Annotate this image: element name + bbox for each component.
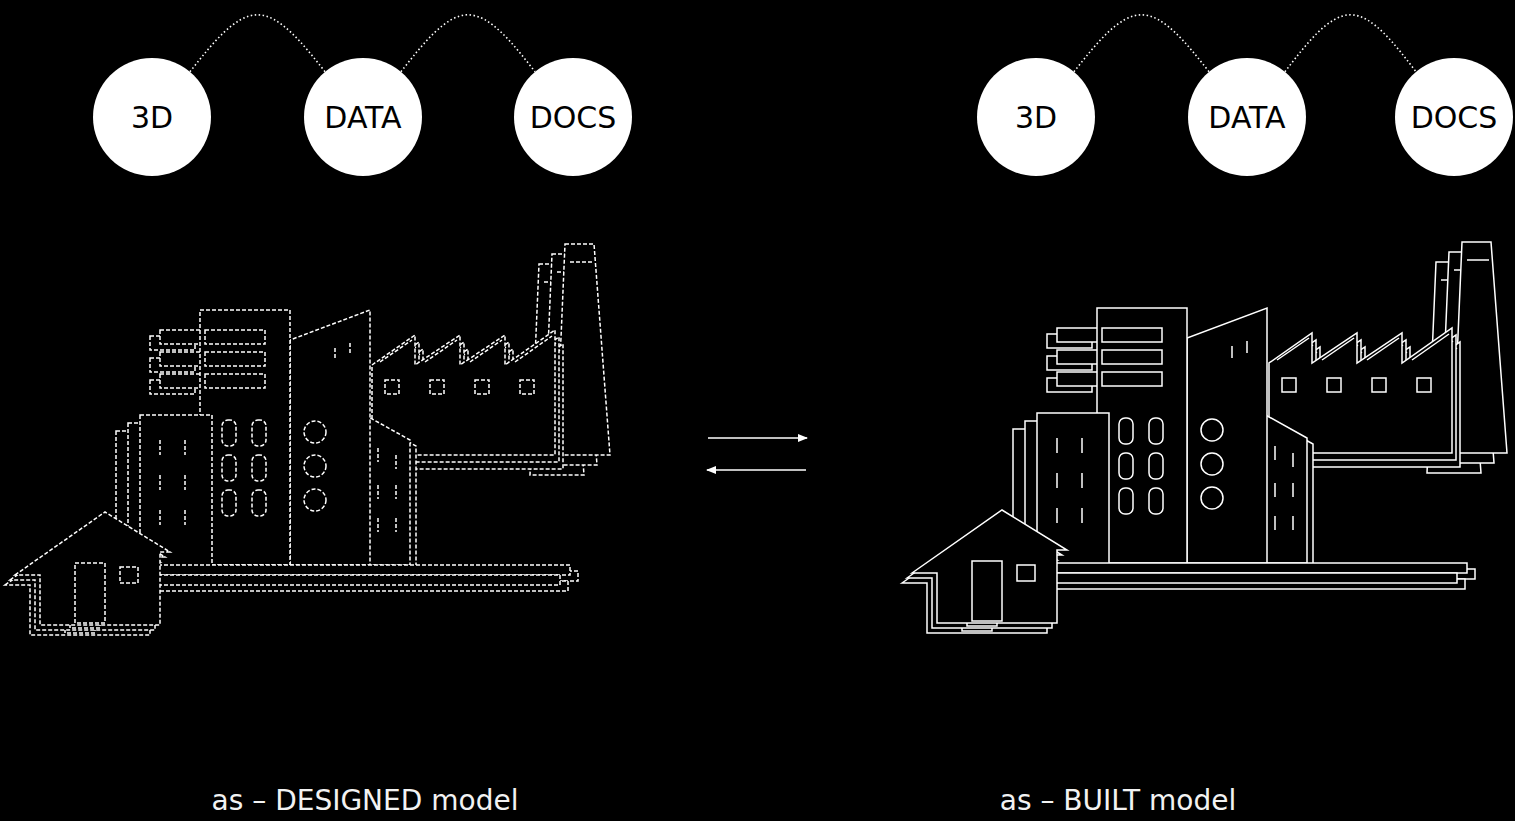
data-circle: 3D — [93, 58, 211, 176]
designed-factory — [5, 244, 610, 635]
data-circle: DATA — [304, 58, 422, 176]
dotted-arc — [1285, 15, 1416, 72]
data-circle: 3D — [977, 58, 1095, 176]
built-factory — [902, 242, 1507, 633]
circle-label: 3D — [1015, 101, 1057, 134]
circle-label: DOCS — [1411, 101, 1498, 134]
dotted-arc — [401, 15, 535, 72]
model-caption: as – BUILT model — [1000, 784, 1236, 817]
data-circle: DOCS — [1395, 58, 1513, 176]
circle-label: DATA — [1208, 101, 1285, 134]
circle-label: 3D — [131, 101, 173, 134]
sync-arrow — [708, 437, 807, 439]
circle-label: DOCS — [530, 101, 617, 134]
data-circle: DATA — [1188, 58, 1306, 176]
dotted-arc — [190, 15, 325, 72]
sync-arrow — [707, 469, 806, 471]
dotted-arc — [1074, 15, 1209, 72]
data-circle: DOCS — [514, 58, 632, 176]
circle-label: DATA — [324, 101, 401, 134]
model-caption: as – DESIGNED model — [212, 784, 519, 817]
